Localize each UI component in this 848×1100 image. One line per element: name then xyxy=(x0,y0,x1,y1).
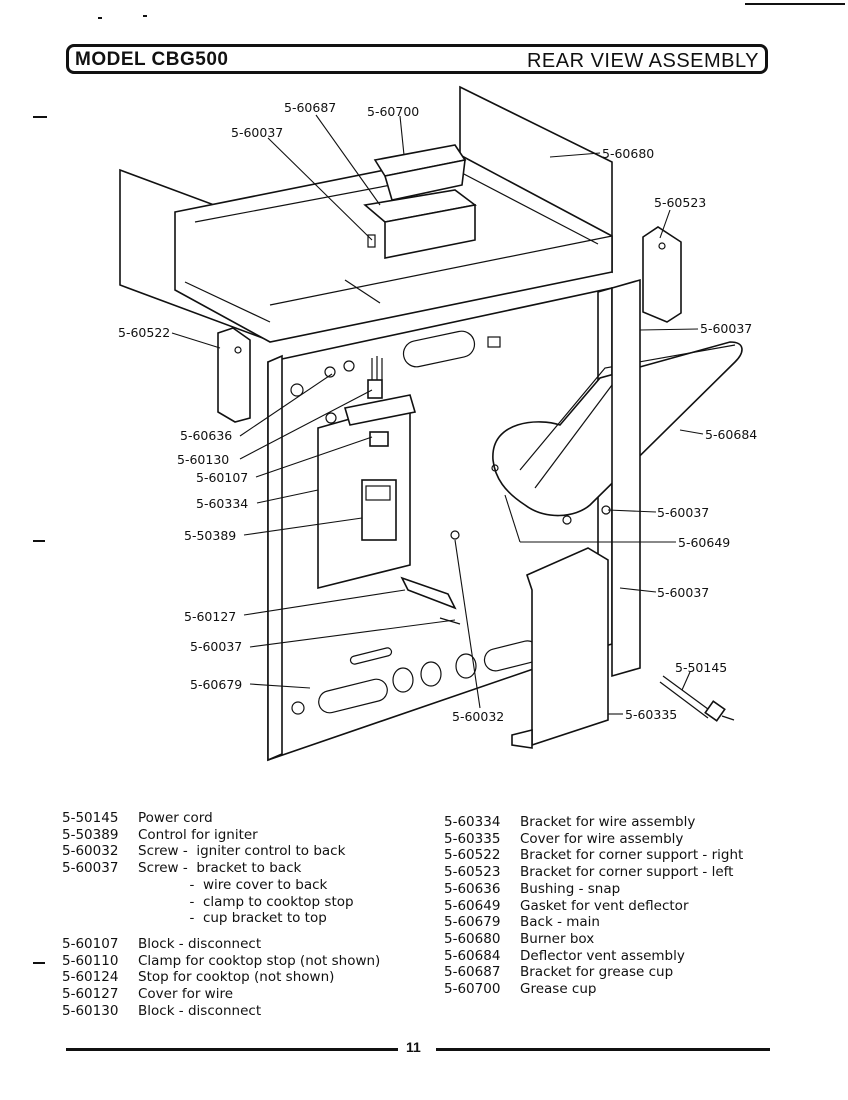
footer-rule-left xyxy=(66,1048,398,1051)
callout-60032: 5-60032 xyxy=(452,709,504,724)
callout-60522: 5-60522 xyxy=(118,325,170,340)
callout-60130: 5-60130 xyxy=(177,452,229,467)
callout-60037-low: 5-60037 xyxy=(190,639,242,654)
power-cord xyxy=(659,675,735,722)
model-label: MODEL CBG500 xyxy=(75,49,229,70)
callout-50145: 5-50145 xyxy=(675,660,727,675)
callout-60649: 5-60649 xyxy=(678,535,730,550)
callout-50389: 5-50389 xyxy=(184,528,236,543)
callout-labels: 5-60687 5-60700 5-60037 5-60680 5-60523 … xyxy=(118,100,757,724)
legend-row: - cup bracket to top xyxy=(138,910,327,927)
wire-cover-parts xyxy=(400,530,461,625)
corner-rule xyxy=(745,3,845,5)
callout-60037-cover: 5-60037 xyxy=(657,585,709,600)
exploded-diagram: 5-60687 5-60700 5-60037 5-60680 5-60523 … xyxy=(118,85,757,762)
page-number: 11 xyxy=(406,1039,421,1055)
footer-rule-right xyxy=(436,1048,770,1051)
page-header: MODEL CBG500 REAR VIEW ASSEMBLY xyxy=(66,44,768,74)
corner-brackets xyxy=(217,226,682,423)
callout-60334: 5-60334 xyxy=(196,496,248,511)
scan-mark xyxy=(98,17,102,19)
callout-60127: 5-60127 xyxy=(184,609,236,624)
callout-60037-mid: 5-60037 xyxy=(657,505,709,520)
grease-cup-assembly xyxy=(363,144,477,259)
legend-row: - clamp to cooktop stop xyxy=(138,893,354,910)
legend-row: - wire cover to back xyxy=(138,876,328,893)
callout-60680: 5-60680 xyxy=(602,146,654,161)
callout-60107: 5-60107 xyxy=(196,470,248,485)
callout-60687: 5-60687 xyxy=(284,100,336,115)
igniter-control-assembly xyxy=(317,356,417,590)
callout-60523: 5-60523 xyxy=(654,195,706,210)
callout-60679: 5-60679 xyxy=(190,677,242,692)
callout-60335: 5-60335 xyxy=(625,707,677,722)
wire-assembly-cover xyxy=(511,547,609,749)
scan-mark xyxy=(143,15,147,17)
leader-lines xyxy=(171,114,704,715)
callout-60037-right: 5-60037 xyxy=(700,321,752,336)
scan-mark xyxy=(33,116,47,118)
page-title: REAR VIEW ASSEMBLY xyxy=(526,50,759,72)
callout-60636: 5-60636 xyxy=(180,428,232,443)
callout-60684: 5-60684 xyxy=(705,427,757,442)
callout-60037-top: 5-60037 xyxy=(231,125,283,140)
scan-mark xyxy=(33,962,45,964)
scan-mark xyxy=(33,540,45,542)
right-side-channel xyxy=(611,278,641,678)
callout-60700: 5-60700 xyxy=(367,104,419,119)
